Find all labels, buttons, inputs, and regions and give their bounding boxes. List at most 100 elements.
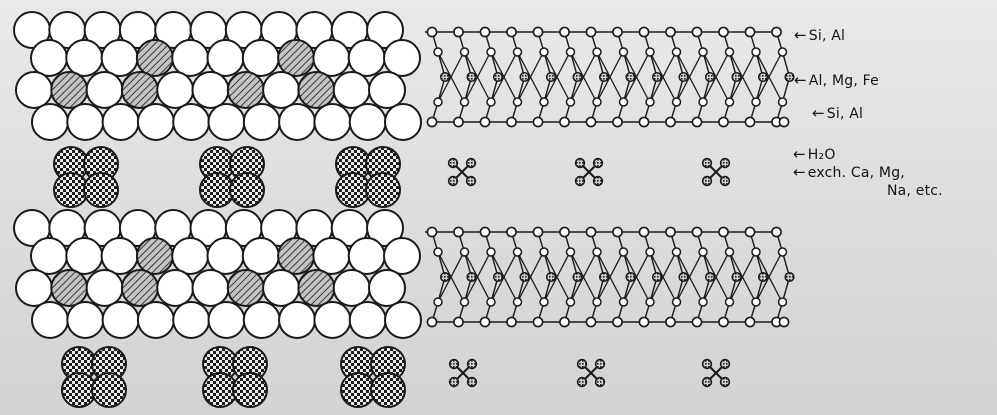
atom xyxy=(745,227,754,236)
oxygen-atom xyxy=(369,72,405,108)
water-molecule-atom xyxy=(576,159,585,168)
oxygen-atom xyxy=(157,270,193,306)
oxygen-atom xyxy=(66,40,102,76)
atom xyxy=(441,73,450,82)
exchange-cation-atom xyxy=(230,173,264,207)
atom xyxy=(779,317,788,326)
cation-atom xyxy=(228,72,264,108)
cation-atom xyxy=(137,40,173,76)
cation-atom xyxy=(122,270,158,306)
left-arrow-icon: ← xyxy=(794,26,807,44)
cation-atom xyxy=(137,238,173,274)
atom xyxy=(434,98,442,106)
atom xyxy=(434,248,442,256)
oxygen-atom xyxy=(350,302,386,338)
atom xyxy=(560,117,569,126)
atom xyxy=(600,73,609,82)
oxygen-atom xyxy=(334,270,370,306)
water-molecule-atom xyxy=(468,378,477,387)
atom xyxy=(586,317,595,326)
atom xyxy=(779,248,787,256)
oxygen-atom xyxy=(87,72,123,108)
atom xyxy=(507,27,516,36)
exchange-cation-atom xyxy=(84,173,118,207)
exchange-cation-atom xyxy=(233,373,267,407)
atom xyxy=(726,98,734,106)
oxygen-atom xyxy=(279,302,315,338)
atom xyxy=(673,98,681,106)
atom xyxy=(706,273,715,282)
atom xyxy=(547,73,556,82)
atom xyxy=(427,317,436,326)
oxygen-atom xyxy=(243,238,279,274)
atom xyxy=(434,298,442,306)
exchange-cation-atom xyxy=(92,373,126,407)
atom xyxy=(745,27,754,36)
atom xyxy=(533,317,542,326)
atom xyxy=(673,48,681,56)
atom xyxy=(699,298,707,306)
cation-atom xyxy=(51,72,87,108)
oxygen-atom xyxy=(244,302,280,338)
atom xyxy=(653,273,662,282)
atom xyxy=(613,27,622,36)
atom xyxy=(726,248,734,256)
atom xyxy=(427,27,436,36)
space-filling-model xyxy=(14,12,421,407)
oxygen-atom xyxy=(103,302,139,338)
atom xyxy=(639,27,648,36)
ball-and-stick-model xyxy=(425,27,794,386)
atom xyxy=(759,273,768,282)
atom xyxy=(692,27,701,36)
atom xyxy=(719,117,728,126)
water-molecule-atom xyxy=(703,378,712,387)
atom xyxy=(620,248,628,256)
atom xyxy=(673,248,681,256)
oxygen-atom xyxy=(314,302,350,338)
atom xyxy=(586,117,595,126)
atom xyxy=(533,117,542,126)
atom xyxy=(441,273,450,282)
atom xyxy=(507,117,516,126)
oxygen-atom xyxy=(350,104,386,140)
atom xyxy=(779,98,787,106)
cation-atom xyxy=(278,40,314,76)
oxygen-atom xyxy=(173,104,209,140)
atom xyxy=(461,98,469,106)
atom xyxy=(646,98,654,106)
atom xyxy=(673,298,681,306)
cation-atom xyxy=(228,270,264,306)
atom xyxy=(480,117,489,126)
label-text: Si, Al xyxy=(827,106,863,122)
atom xyxy=(620,298,628,306)
atom xyxy=(487,48,495,56)
exchange-cation-atom xyxy=(203,373,237,407)
left-arrow-icon: ← xyxy=(794,71,807,89)
atom xyxy=(593,248,601,256)
oxygen-atom xyxy=(349,40,385,76)
atom xyxy=(480,317,489,326)
atom xyxy=(699,48,707,56)
atom xyxy=(427,227,436,236)
atom xyxy=(699,248,707,256)
atom xyxy=(567,248,575,256)
water-molecule-atom xyxy=(721,378,730,387)
oxygen-atom xyxy=(385,104,421,140)
water-molecule-atom xyxy=(578,378,587,387)
atom xyxy=(487,298,495,306)
exchange-cation-atom xyxy=(341,373,375,407)
atom xyxy=(706,73,715,82)
atom xyxy=(646,248,654,256)
atom xyxy=(586,27,595,36)
oxygen-atom xyxy=(313,40,349,76)
atom xyxy=(540,248,548,256)
oxygen-atom xyxy=(32,104,68,140)
atom xyxy=(586,227,595,236)
left-arrow-icon: ← xyxy=(812,104,825,122)
atom xyxy=(434,48,442,56)
water-molecule-atom xyxy=(449,159,458,168)
atom xyxy=(779,298,787,306)
water-molecule-atom xyxy=(703,360,712,369)
